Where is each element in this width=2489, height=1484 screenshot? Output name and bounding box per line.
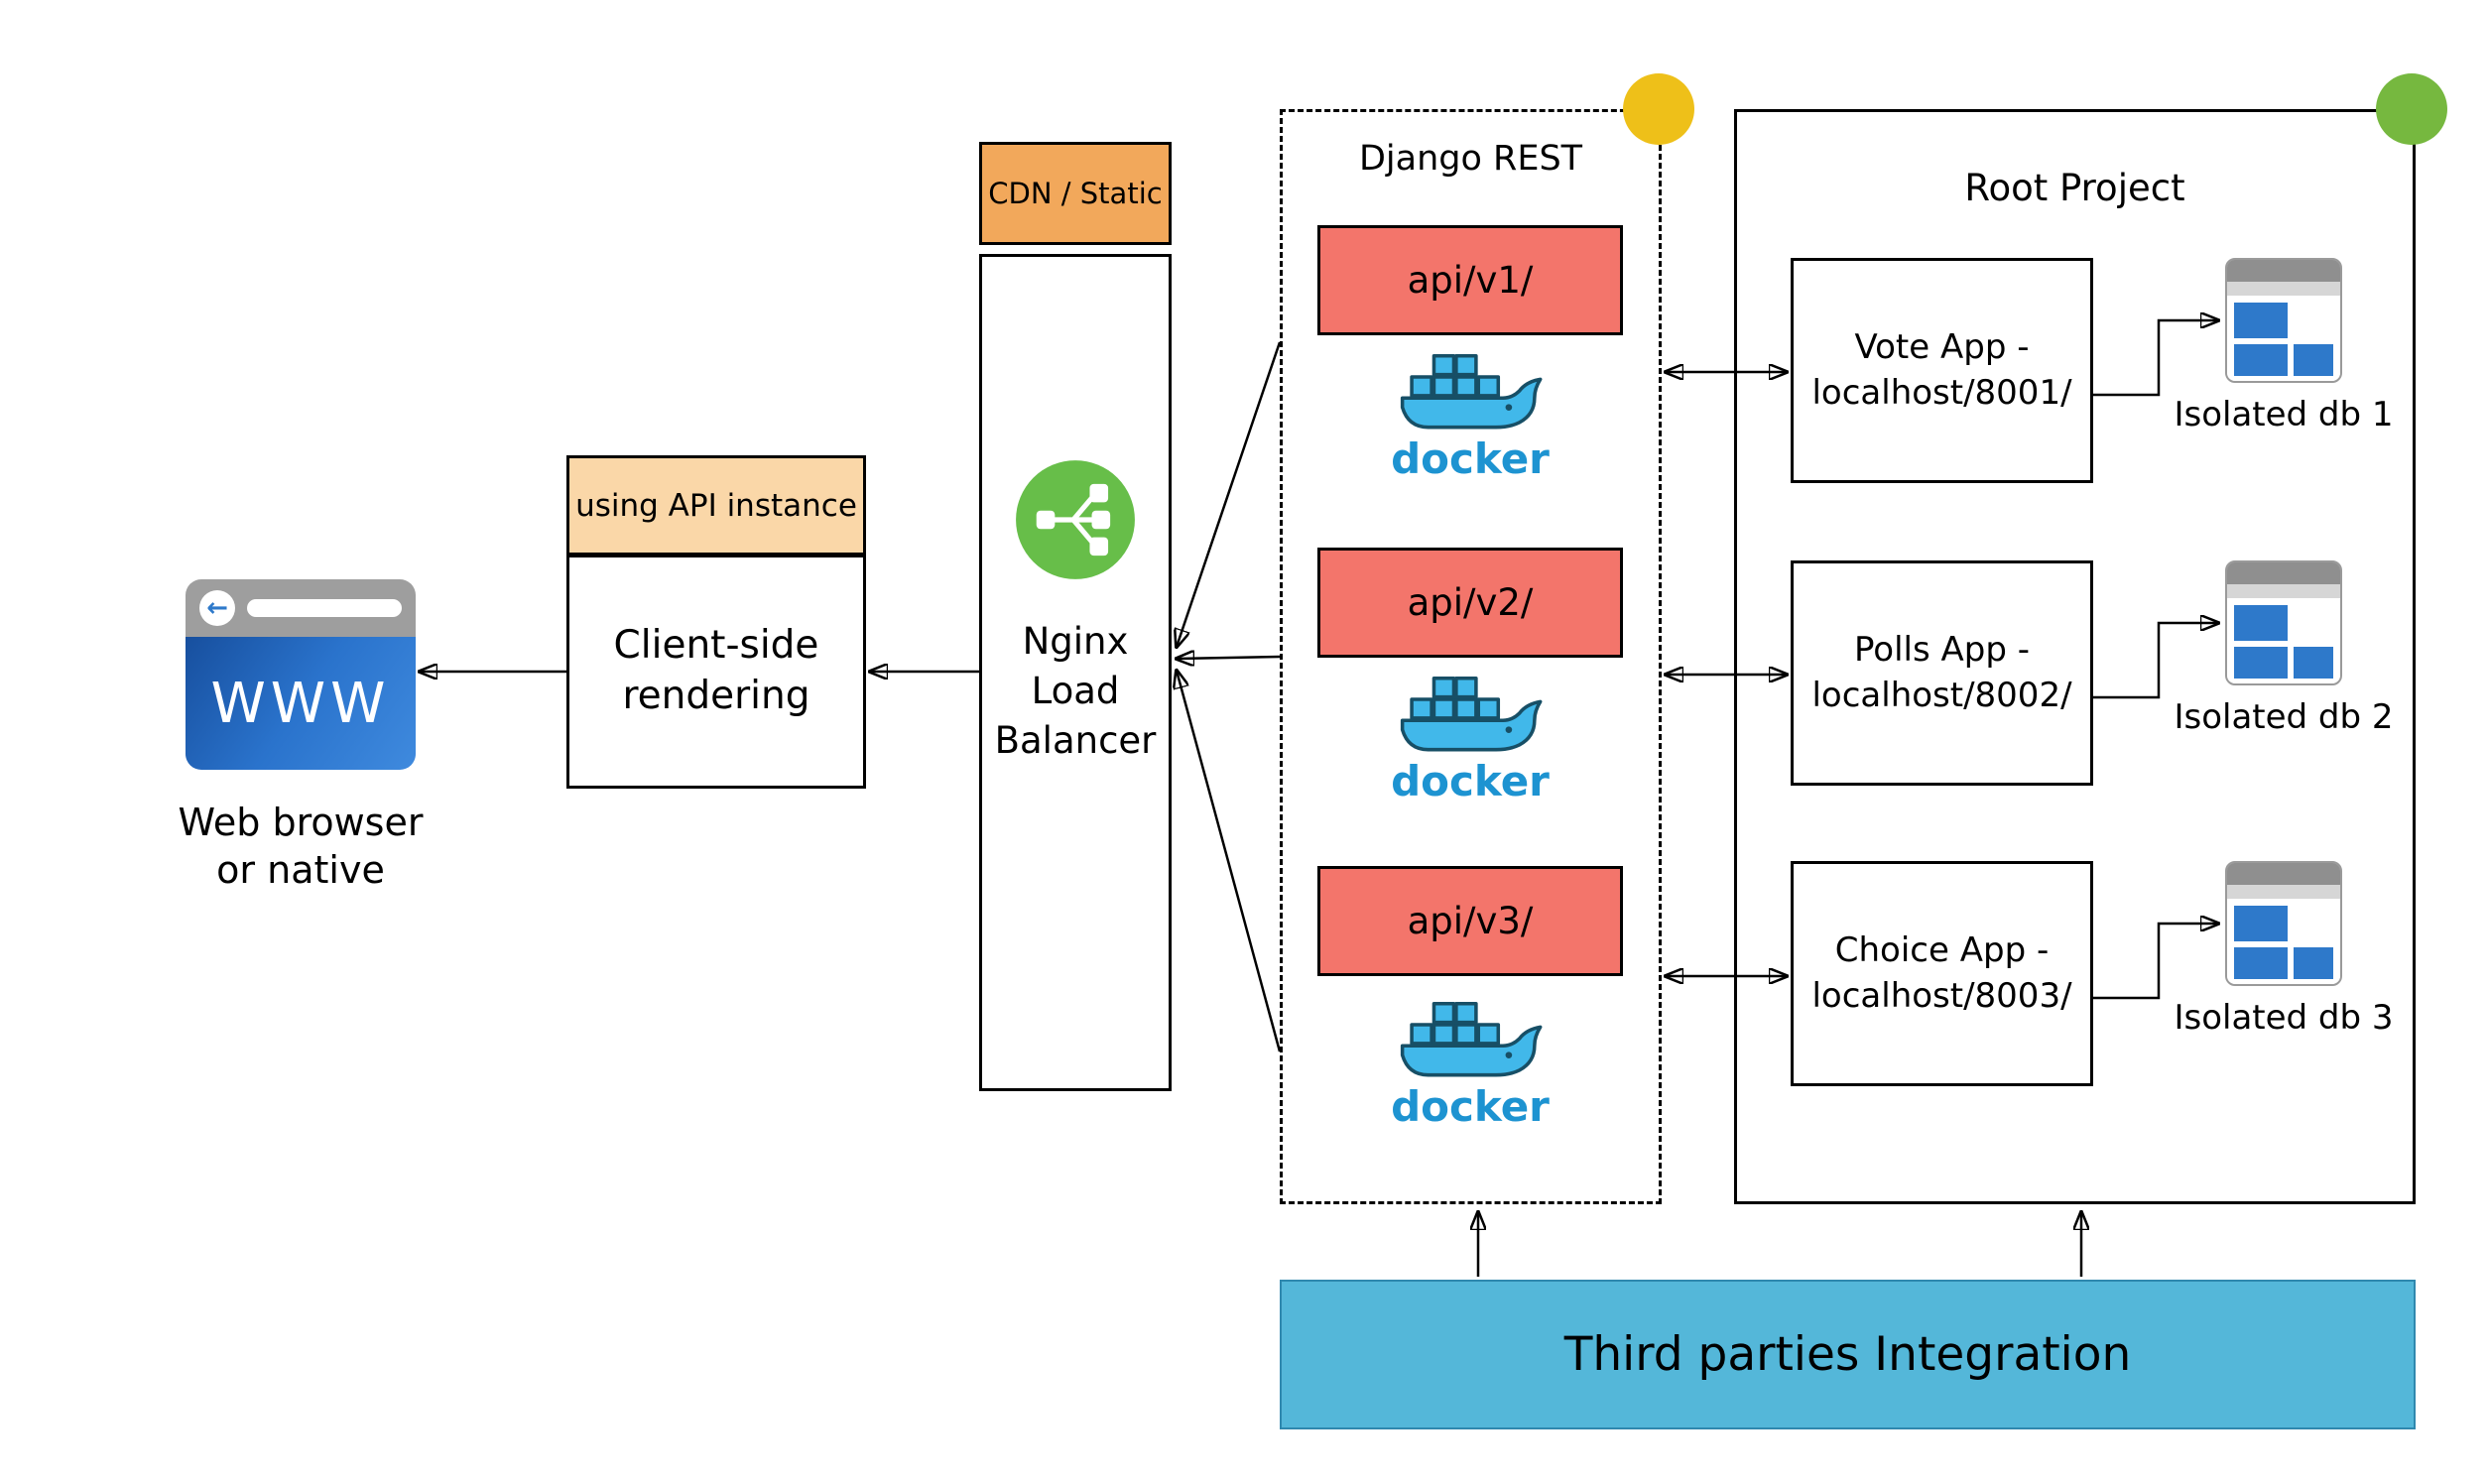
using-api-instance-tag: using API instance [566, 455, 866, 556]
yellow-status-dot [1623, 73, 1694, 145]
db-window-stripe [2227, 282, 2340, 296]
browser-toolbar: ← [186, 579, 416, 637]
docker-wordmark: docker [1391, 757, 1550, 805]
vote-app-box: Vote App - localhost/8001/ [1791, 258, 2093, 483]
db-window-titlebar [2227, 260, 2340, 282]
django-rest-title: Django REST [1358, 139, 1583, 179]
arrow-apiv3-to-nginx [1177, 671, 1282, 1052]
api-v1-box: api/v1/ [1317, 225, 1623, 335]
root-project-title: Root Project [1964, 167, 2185, 209]
docker-logo-1: docker [1376, 344, 1564, 483]
isolated-db-3-label: Isolated db 3 [2174, 998, 2394, 1038]
docker-logo-3: docker [1376, 992, 1564, 1131]
green-status-dot [2376, 73, 2447, 145]
nginx-load-balancer-box [979, 254, 1172, 1091]
db-window-titlebar [2227, 562, 2340, 584]
docker-whale-icon [1400, 354, 1543, 430]
browser-icon: ← WWW [186, 579, 416, 770]
nginx-label: Nginx Load Balancer [994, 620, 1157, 762]
polls-app-box: Polls App - localhost/8002/ [1791, 560, 2093, 786]
docker-whale-icon [1400, 677, 1543, 752]
load-balancer-icon [1016, 460, 1135, 579]
arrow-apiv2-to-nginx [1177, 657, 1281, 659]
docker-wordmark: docker [1391, 1082, 1550, 1131]
db-tiles [2227, 899, 2340, 984]
api-v3-box: api/v3/ [1317, 866, 1623, 976]
back-arrow-icon: ← [199, 590, 235, 626]
database-icon-1 [2225, 258, 2342, 383]
isolated-db-2-label: Isolated db 2 [2174, 697, 2394, 737]
db-tiles [2227, 296, 2340, 381]
db-window-stripe [2227, 584, 2340, 598]
database-icon-3 [2225, 861, 2342, 986]
browser-viewport: WWW [186, 637, 416, 770]
db-tiles [2227, 598, 2340, 683]
arrow-apiv1-to-nginx [1177, 341, 1282, 647]
client-side-rendering-box: Client-side rendering [566, 555, 866, 789]
cdn-static-box: CDN / Static [979, 142, 1172, 245]
choice-app-box: Choice App - localhost/8003/ [1791, 861, 2093, 1086]
docker-wordmark: docker [1391, 434, 1550, 483]
database-icon-2 [2225, 560, 2342, 685]
db-window-stripe [2227, 885, 2340, 899]
isolated-db-1-label: Isolated db 1 [2174, 395, 2394, 434]
browser-label: Web browser or native [178, 801, 424, 892]
third-parties-integration-box: Third parties Integration [1280, 1280, 2416, 1429]
docker-logo-2: docker [1376, 667, 1564, 805]
db-window-titlebar [2227, 863, 2340, 885]
api-v2-box: api/v2/ [1317, 548, 1623, 658]
docker-whale-icon [1400, 1002, 1543, 1077]
www-text: WWW [210, 671, 391, 736]
address-bar [247, 599, 402, 617]
